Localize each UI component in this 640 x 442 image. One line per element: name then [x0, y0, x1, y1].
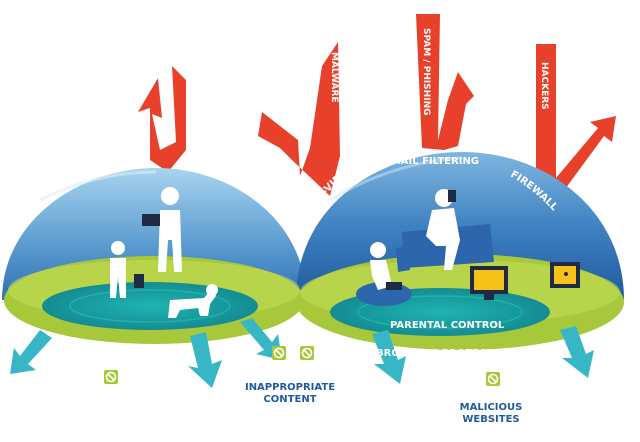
blocked-icon-right: [486, 372, 500, 386]
dog-figure: [168, 284, 218, 318]
exit-arrows: [10, 318, 594, 388]
threat-arrow-left: [138, 66, 186, 172]
email-filtering-label: EMAIL FILTERING: [384, 156, 480, 167]
woman-on-couch-figure: [426, 189, 460, 270]
hackers-label: HACKERS: [539, 62, 549, 110]
left-pool: [42, 282, 258, 330]
child-with-phone-figure: [110, 241, 144, 298]
monitor-icon: [470, 266, 508, 300]
browsing-protection-label: BROWSING PROTECTION: [376, 348, 514, 359]
blocked-icon-middle-left: [272, 346, 286, 360]
adult-with-tablet-figure: [142, 187, 182, 272]
malware-label: MALWARE: [329, 52, 339, 103]
malicious-websites-label: MALICIOUS WEBSITES: [459, 402, 523, 425]
blocked-icon-middle-right: [300, 346, 314, 360]
inappropriate-content-label: INAPPROPRIATE CONTENT: [244, 382, 336, 405]
spam-label: SPAM / PHISHING: [421, 28, 431, 116]
blocked-icon-left: [104, 370, 118, 384]
threat-arrow-spam: [416, 14, 474, 150]
parental-control-label: PARENTAL CONTROL: [390, 320, 505, 331]
threat-arrow-hackers: [536, 44, 616, 196]
threat-arrow-malware: [258, 42, 340, 196]
beanbag-user-figure: [356, 242, 412, 306]
tv-icon: [550, 262, 580, 288]
